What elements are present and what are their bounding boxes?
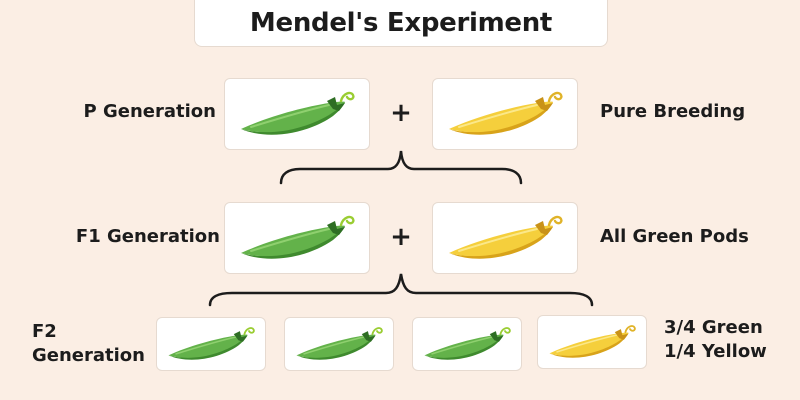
f2-label-line2: Generation xyxy=(32,345,145,366)
f2-pod-card-2 xyxy=(284,317,394,371)
f2-ratio-label: 3/4 Green 1/4 Yellow xyxy=(664,316,767,364)
pure-breeding-label: Pure Breeding xyxy=(600,101,746,122)
ratio-green: 3/4 Green xyxy=(664,317,763,338)
f1-yellow-pod-card xyxy=(432,202,578,274)
f2-pod-card-4 xyxy=(537,315,647,369)
f2-generation-label: F2 Generation xyxy=(32,320,145,368)
p-plus-sign: + xyxy=(390,98,412,128)
all-green-pods-label: All Green Pods xyxy=(600,226,749,247)
f2-pod-card-1 xyxy=(156,317,266,371)
f1-green-pod-card xyxy=(224,202,370,274)
title-box: Mendel's Experiment xyxy=(194,0,608,47)
yellow-pod-icon xyxy=(546,323,638,361)
ratio-yellow: 1/4 Yellow xyxy=(664,341,767,362)
green-pod-icon xyxy=(293,325,385,363)
green-pod-icon xyxy=(421,325,513,363)
p-yellow-pod-card xyxy=(432,78,578,150)
f1-generation-label: F1 Generation xyxy=(75,226,220,247)
p-green-pod-card xyxy=(224,78,370,150)
p-generation-label: P Generation xyxy=(83,101,216,122)
f1-plus-sign: + xyxy=(390,222,412,252)
page-title: Mendel's Experiment xyxy=(249,8,553,38)
f2-pod-card-3 xyxy=(412,317,522,371)
green-pod-icon xyxy=(165,325,257,363)
f2-label-line1: F2 xyxy=(32,321,57,342)
